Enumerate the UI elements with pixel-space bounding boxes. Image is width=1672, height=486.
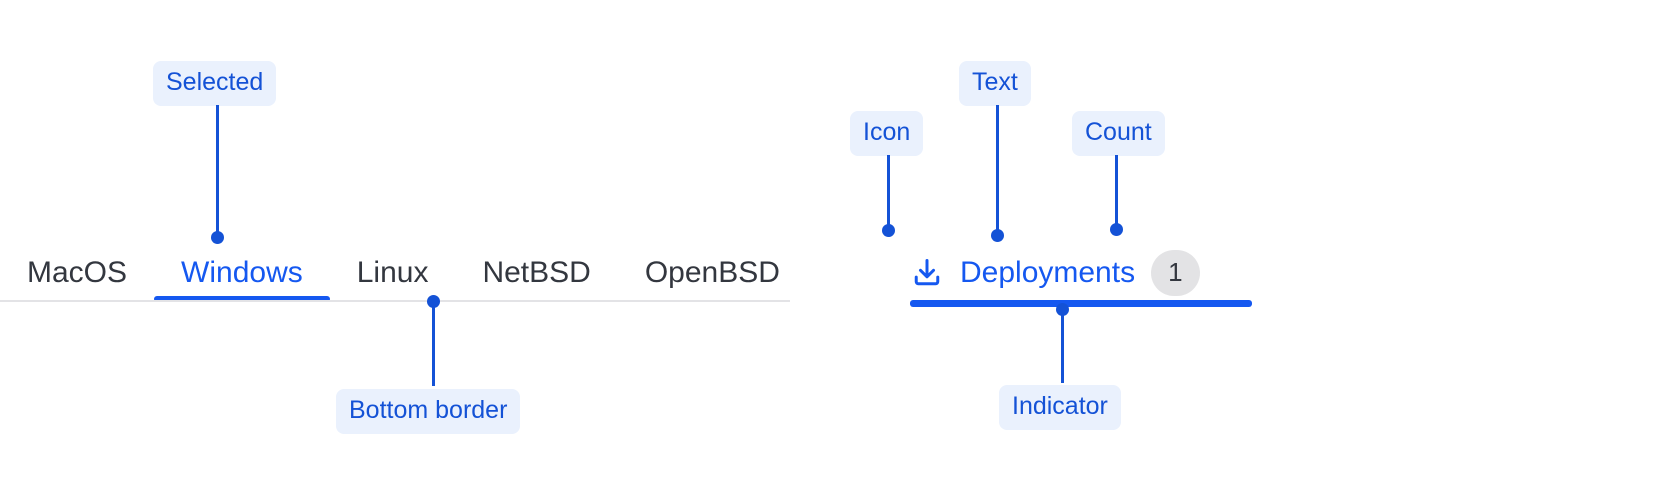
callout-indicator-line xyxy=(1061,311,1064,383)
os-tab-list: MacOS Windows Linux NetBSD OpenBSD xyxy=(0,245,807,302)
tab-windows[interactable]: Windows xyxy=(154,245,330,302)
callout-selected-dot xyxy=(211,231,224,244)
tab-netbsd[interactable]: NetBSD xyxy=(455,245,617,300)
callout-indicator-label: Indicator xyxy=(999,385,1121,430)
callout-icon-dot xyxy=(882,224,895,237)
deployments-tab[interactable]: Deployments 1 xyxy=(910,245,1252,315)
callout-icon-label: Icon xyxy=(850,111,924,156)
callout-icon-line xyxy=(887,155,890,232)
callout-text-label: Text xyxy=(959,61,1031,106)
os-tab-bar: MacOS Windows Linux NetBSD OpenBSD xyxy=(0,245,790,315)
callout-selected-line xyxy=(216,105,219,233)
download-icon xyxy=(914,258,940,285)
callout-count-line xyxy=(1115,155,1118,227)
tab-linux-label: Linux xyxy=(356,255,429,289)
tab-netbsd-label: NetBSD xyxy=(482,255,591,289)
tab-linux[interactable]: Linux xyxy=(330,245,456,300)
callout-bottom-border-dot xyxy=(427,295,440,308)
callout-bottom-border-label: Bottom border xyxy=(336,389,521,434)
tab-openbsd-label: OpenBSD xyxy=(644,255,780,289)
tab-bar-bottom-border xyxy=(0,300,790,302)
tab-macos[interactable]: MacOS xyxy=(0,245,154,300)
callout-text-dot xyxy=(991,229,1004,242)
callout-text-line xyxy=(996,105,999,232)
tab-openbsd[interactable]: OpenBSD xyxy=(618,245,807,300)
callout-bottom-border-line xyxy=(432,303,435,386)
callout-count-dot xyxy=(1110,223,1123,236)
deployments-tab-indicator xyxy=(910,300,1252,307)
callout-count-label: Count xyxy=(1072,111,1165,156)
deployments-tab-label: Deployments xyxy=(960,255,1136,289)
tab-windows-label: Windows xyxy=(181,255,303,289)
callout-selected-label: Selected xyxy=(153,61,277,106)
tab-macos-label: MacOS xyxy=(27,255,128,289)
deployments-count-badge: 1 xyxy=(1151,249,1200,296)
callout-indicator-dot xyxy=(1056,303,1069,316)
deployments-tab-content: Deployments 1 xyxy=(910,245,1200,300)
